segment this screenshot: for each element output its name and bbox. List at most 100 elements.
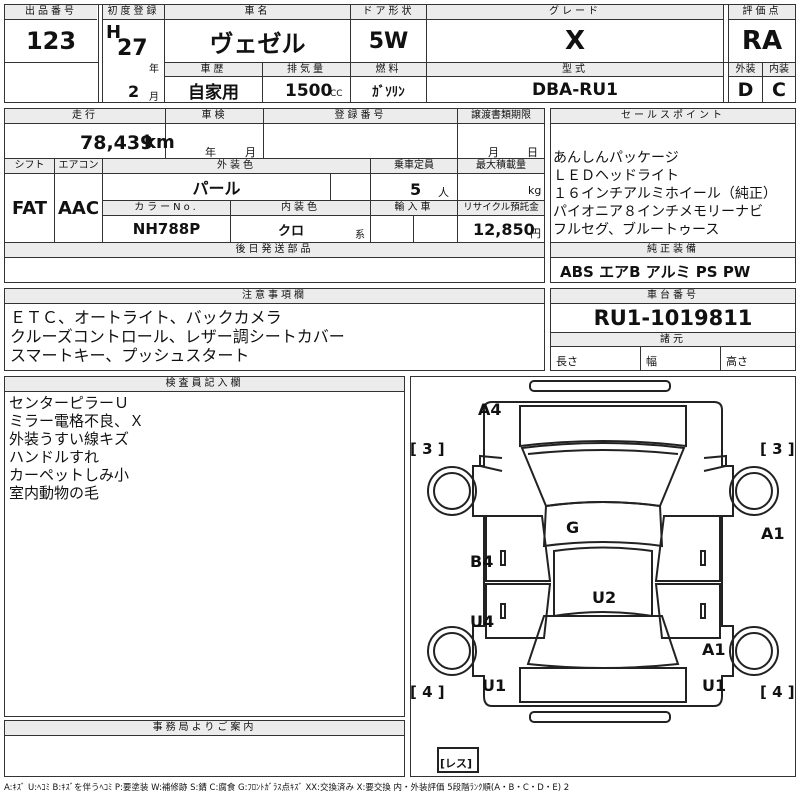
notes-line: クルーズコントロール、レザー調シートカバー — [10, 327, 345, 346]
mileage-header: 走行 — [5, 109, 165, 124]
legend-footer: A:ｷｽﾞ U:ﾍｺﾐ B:ｷｽﾞを伴うﾍｺﾐ P:要塗装 W:補修跡 S:錆 … — [4, 783, 570, 793]
interior-header: 内装 — [763, 63, 795, 77]
history: 自家用 — [188, 82, 239, 103]
sales-points: あんしんパッケージ ＬＥＤヘッドライト １６インチアルミホイール（純正） パイオニア８… — [553, 149, 795, 239]
era: H — [106, 22, 122, 43]
score-header: 評価点 — [729, 5, 795, 20]
lot-number: 123 — [25, 27, 77, 55]
transfer-header: 譲渡書類期限 — [458, 109, 544, 124]
score: RA — [741, 26, 783, 56]
model-header: 型式 — [427, 63, 723, 77]
mark-spare-tire: [レス] — [440, 757, 473, 770]
notes-text: ＥＴＣ、オートライト、バックカメラクルーズコントロール、レザー調シートカバースマ… — [10, 308, 540, 365]
inspector-box — [4, 376, 405, 717]
capacity-unit: 人 — [438, 186, 449, 199]
mileage: 78,439 — [80, 132, 154, 154]
displacement: 1500 — [285, 81, 333, 101]
spec-header: 諸元 — [551, 333, 795, 347]
ac-header: エアコン — [55, 159, 102, 174]
mark-b4-left-door: B4 — [470, 552, 494, 571]
sales-point-line: フルセグ、ブルートゥース — [553, 222, 720, 238]
transfer-day: 日 — [527, 146, 538, 159]
detail-box — [4, 108, 545, 283]
header-box — [4, 4, 796, 103]
car-diagram — [427, 380, 779, 773]
ac: AAC — [57, 197, 100, 219]
inspector-line: ミラー電格不良、Ｘ — [9, 412, 145, 430]
equipment: ABS エアB アルミ PS PW — [560, 263, 751, 281]
notes-line: スマートキー、プッシュスタート — [10, 346, 250, 365]
recycle-header: リサイクル預託金 — [458, 201, 544, 216]
exterior-color: パール — [192, 179, 241, 198]
recycle-unit: 円 — [530, 227, 541, 240]
fuel: ｶﾞｿﾘﾝ — [372, 84, 405, 100]
color-no-header: カラーNo. — [103, 201, 230, 216]
mark-a1-rear-right: A1 — [702, 640, 726, 659]
displacement-header: 排気量 — [263, 63, 350, 77]
max-load-header: 最大積載量 — [458, 159, 544, 174]
km-unit: km — [144, 132, 175, 153]
chassis-box — [550, 288, 796, 371]
exterior-header: 外装 — [729, 63, 762, 77]
notes-line: ＥＴＣ、オートライト、バックカメラ — [10, 308, 282, 327]
lot-number-header: 出品番号 — [5, 5, 97, 20]
door-type: 5W — [368, 28, 409, 54]
transfer-month: 月 — [488, 146, 499, 159]
inspector-header: 検査員記入欄 — [5, 377, 404, 392]
mark-g-windshield: G — [566, 518, 580, 537]
color-header: 外装色 — [103, 159, 370, 174]
inspection-month: 月 — [245, 146, 256, 159]
spec-width: 幅 — [646, 355, 657, 368]
capacity-header: 乗車定員 — [371, 159, 457, 174]
inspector-line: 外装うすい線キズ — [9, 430, 130, 448]
sales-point-line: １６インチアルミホイール（純正） — [553, 186, 777, 202]
mark-u1-rear-left: U1 — [482, 676, 507, 695]
door-header: ドア形状 — [351, 5, 426, 20]
shift: FAT — [11, 197, 48, 219]
capacity: 5 — [410, 180, 422, 199]
max-load-unit: kg — [528, 184, 542, 197]
mark-tire-rear-right: [ 4 ] — [760, 683, 795, 701]
mark-tire-front-left: [ 3 ] — [410, 440, 445, 458]
interior-grade: C — [772, 79, 786, 101]
grade: X — [564, 26, 586, 56]
sales-point-line: パイオニア８インチメモリーナビ — [553, 204, 763, 220]
inspector-line: カーペットしみ小 — [9, 466, 130, 484]
grade-header: グレード — [427, 5, 723, 20]
inspection-year: 年 — [205, 146, 216, 159]
sales-box — [550, 108, 796, 283]
year-suffix: 年 — [149, 64, 159, 75]
registration-header: 登録番号 — [264, 109, 457, 124]
spec-height: 高さ — [726, 355, 748, 368]
model: DBA-RU1 — [531, 80, 618, 100]
interior-color-header: 内装色 — [231, 201, 370, 216]
equipment-header: 純正装備 — [551, 243, 795, 258]
inspector-line: 室内動物の毛 — [9, 484, 100, 502]
reg-year: 27 — [117, 36, 148, 61]
diagram-box — [410, 376, 796, 777]
inspector-line: センターピラーＵ — [9, 394, 130, 412]
sales-point-line: ＬＥＤヘッドライト — [553, 168, 679, 184]
inspector-line: ハンドルすれ — [9, 448, 100, 466]
inspection-header: 車検 — [166, 109, 263, 124]
shift-header: シフト — [5, 159, 54, 174]
sales-header: セールスポイント — [551, 109, 795, 124]
chassis-number: RU1-1019811 — [593, 306, 753, 330]
month-suffix: 月 — [149, 92, 159, 103]
office-header: 事務局よりご案内 — [5, 721, 404, 736]
recycle-fee: 12,850 — [473, 220, 535, 239]
mark-a1-right: A1 — [761, 524, 785, 543]
history-header: 車歴 — [165, 63, 262, 77]
cc-unit: CC — [330, 89, 343, 99]
interior-color-suffix: 系 — [355, 230, 365, 241]
chassis-header: 車台番号 — [551, 289, 795, 304]
spec-length: 長さ — [556, 355, 578, 368]
mark-tire-rear-left: [ 4 ] — [410, 683, 445, 701]
color-number: NH788P — [132, 220, 201, 238]
notes-header: 注意事項欄 — [5, 289, 544, 304]
mark-u1-rear-right: U1 — [702, 676, 727, 695]
car-name: ヴェゼル — [209, 29, 306, 58]
sales-point-line: あんしんパッケージ — [553, 150, 679, 166]
office-box — [4, 720, 405, 777]
